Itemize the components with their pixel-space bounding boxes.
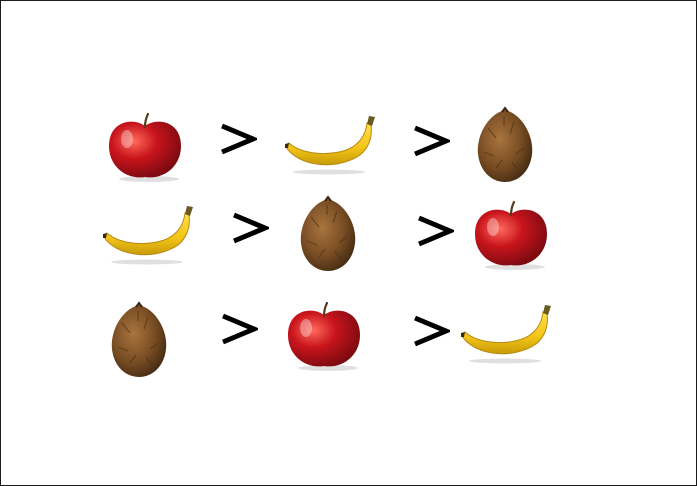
greater-than-symbol [416,214,454,248]
coconut-icon [474,106,536,184]
apple-icon [105,112,187,183]
greater-than-symbol [412,124,450,158]
coconut-icon [108,301,170,379]
banana-icon [283,115,379,175]
banana-icon [459,304,555,364]
greater-than-symbol [231,211,269,245]
greater-than-symbol [220,312,258,346]
greater-than-symbol [412,314,450,348]
greater-than-symbol [219,122,257,156]
apple-icon [471,200,553,271]
banana-icon [101,205,197,265]
apple-icon [284,301,366,372]
coconut-icon [297,195,359,273]
